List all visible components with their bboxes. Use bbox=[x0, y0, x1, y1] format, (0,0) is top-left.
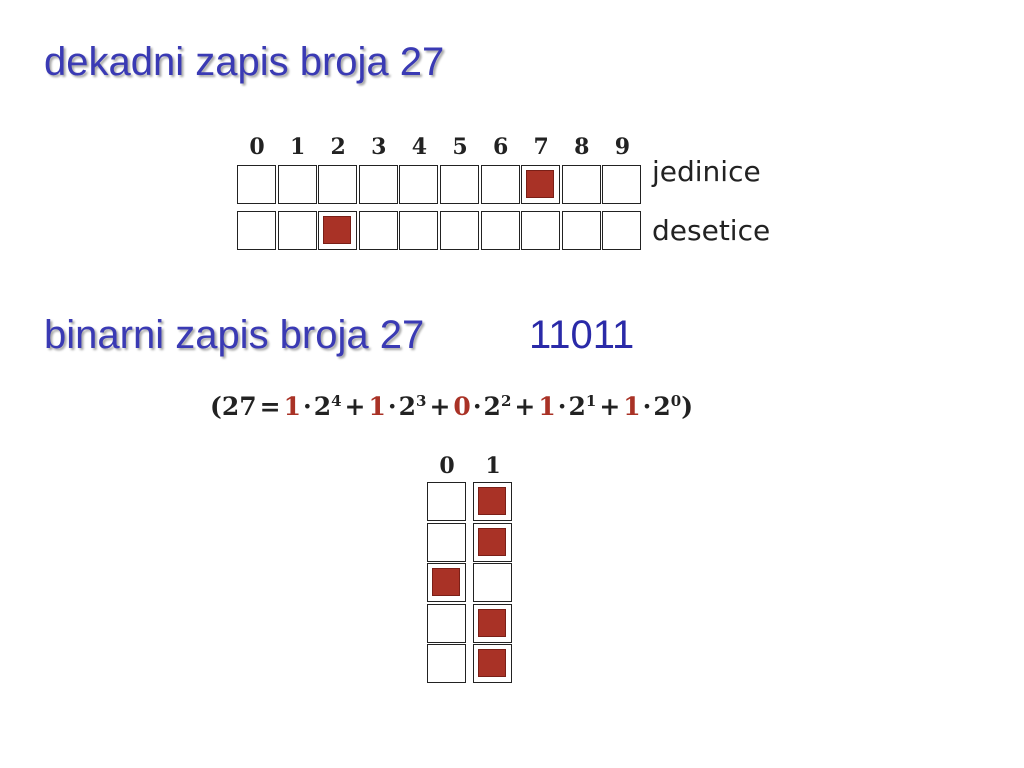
marker bbox=[526, 170, 555, 198]
row-label-jedinice: jedinice bbox=[652, 155, 761, 188]
binary-expansion-formula: (27=1·24+1·23+0·22+1·21+1·20) bbox=[210, 392, 694, 421]
cell-jedinice-1 bbox=[277, 165, 317, 204]
binary-digit-label-0: 0 bbox=[439, 453, 455, 479]
digit-label-0: 0 bbox=[249, 134, 265, 160]
marker bbox=[478, 487, 506, 515]
cell-jedinice-9 bbox=[602, 165, 642, 204]
marker bbox=[478, 608, 506, 637]
formula-base: 2 bbox=[568, 392, 586, 421]
binary-cell-row1-0 bbox=[427, 522, 466, 562]
marker bbox=[478, 649, 506, 678]
formula-equals: = bbox=[259, 392, 281, 421]
cell-jedinice-7 bbox=[521, 165, 561, 204]
binary-cell-row4-0 bbox=[427, 644, 466, 684]
formula-exponent: 3 bbox=[416, 392, 427, 410]
cell-jedinice-6 bbox=[480, 165, 520, 204]
cell-desetice-5 bbox=[440, 211, 479, 250]
digit-label-8: 8 bbox=[574, 134, 590, 160]
formula-dot: · bbox=[557, 392, 567, 421]
formula-coefficient: 1 bbox=[623, 392, 641, 421]
binary-digit-label-1: 1 bbox=[485, 453, 501, 479]
binary-cell-row4-1 bbox=[473, 644, 512, 684]
formula-plus: + bbox=[429, 392, 451, 421]
cell-jedinice-8 bbox=[561, 165, 601, 204]
digit-label-3: 3 bbox=[371, 134, 387, 160]
formula-exponent: 2 bbox=[500, 392, 512, 410]
binary-cell-row3-0 bbox=[427, 603, 466, 643]
binary-title: binarni zapis broja 27 bbox=[44, 313, 425, 357]
formula-base: 2 bbox=[483, 392, 501, 421]
binary-cell-row2-1 bbox=[473, 563, 512, 603]
decimal-title: dekadni zapis broja 27 bbox=[44, 40, 445, 84]
formula-coefficient: 1 bbox=[283, 392, 301, 421]
marker bbox=[478, 527, 506, 556]
cell-desetice-9 bbox=[602, 211, 642, 250]
digit-label-7: 7 bbox=[533, 134, 549, 160]
cell-desetice-0 bbox=[237, 211, 276, 250]
row-label-desetice: desetice bbox=[652, 214, 771, 247]
digit-label-4: 4 bbox=[411, 134, 428, 160]
formula-dot: · bbox=[642, 392, 652, 421]
cell-desetice-1 bbox=[277, 211, 317, 250]
digit-label-9: 9 bbox=[614, 134, 631, 160]
formula-dot: · bbox=[387, 392, 397, 421]
cell-jedinice-2 bbox=[318, 165, 358, 204]
binary-cell-row2-0 bbox=[427, 563, 466, 603]
cell-desetice-8 bbox=[561, 211, 601, 250]
binary-cell-row3-1 bbox=[473, 603, 512, 643]
binary-value: 11011 bbox=[529, 313, 635, 357]
formula-exponent: 1 bbox=[585, 392, 597, 410]
binary-cell-row0-0 bbox=[427, 482, 466, 521]
digit-label-6: 6 bbox=[492, 134, 509, 160]
binary-cell-row0-1 bbox=[473, 482, 512, 521]
cell-desetice-2 bbox=[318, 211, 358, 250]
formula-coefficient: 1 bbox=[538, 392, 556, 421]
formula-close: ) bbox=[681, 392, 694, 421]
marker bbox=[432, 568, 460, 597]
formula-exponent: 4 bbox=[331, 392, 342, 410]
formula-exponent: 0 bbox=[670, 392, 682, 410]
formula-coefficient: 0 bbox=[453, 392, 471, 421]
formula-base: 2 bbox=[653, 392, 671, 421]
digit-label-5: 5 bbox=[452, 134, 468, 160]
cell-jedinice-4 bbox=[399, 165, 439, 204]
digit-label-1: 1 bbox=[289, 134, 306, 160]
digit-label-2: 2 bbox=[330, 134, 346, 160]
cell-jedinice-0 bbox=[237, 165, 276, 204]
cell-desetice-6 bbox=[480, 211, 520, 250]
formula-dot: · bbox=[302, 392, 312, 421]
formula-dot: · bbox=[472, 392, 482, 421]
formula-coefficient: 1 bbox=[368, 392, 386, 421]
marker bbox=[323, 216, 352, 244]
formula-open: (27 bbox=[210, 392, 257, 421]
cell-desetice-3 bbox=[358, 211, 398, 250]
formula-plus: + bbox=[344, 392, 366, 421]
cell-jedinice-5 bbox=[440, 165, 479, 204]
binary-cell-row1-1 bbox=[473, 522, 512, 562]
formula-plus: + bbox=[514, 392, 536, 421]
cell-desetice-7 bbox=[521, 211, 561, 250]
formula-base: 2 bbox=[398, 392, 417, 421]
cell-jedinice-3 bbox=[358, 165, 398, 204]
formula-base: 2 bbox=[313, 392, 332, 421]
formula-plus: + bbox=[599, 392, 621, 421]
cell-desetice-4 bbox=[399, 211, 439, 250]
